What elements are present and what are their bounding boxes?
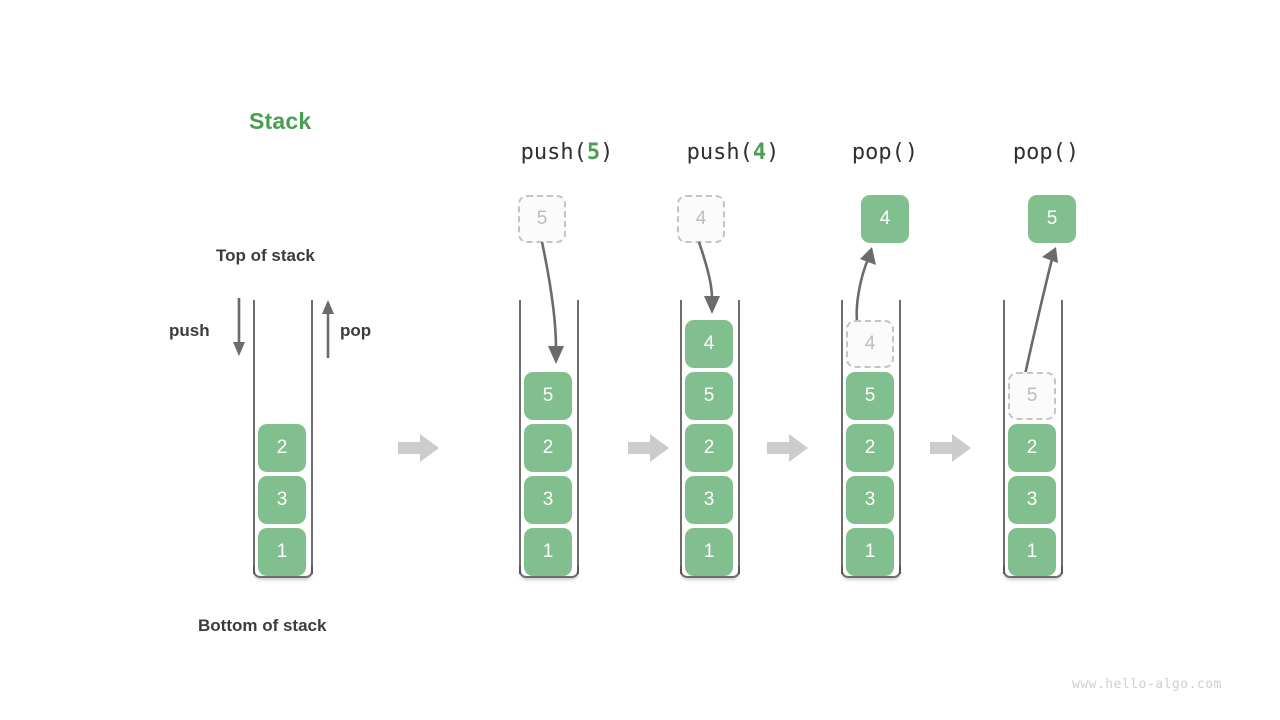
step-arrow-icon (398, 432, 440, 464)
stack-floor (519, 566, 579, 578)
stack-node-ghost: 4 (846, 320, 894, 368)
stack-wall-right (1061, 300, 1063, 574)
op-prefix: push( (520, 140, 587, 165)
stack-node: 5 (685, 372, 733, 420)
op-argument: 4 (752, 140, 767, 165)
op-suffix: ) (766, 140, 780, 165)
stack-wall-right (899, 300, 901, 574)
stack-node: 2 (846, 424, 894, 472)
stack-node-ghost: 5 (1008, 372, 1056, 420)
stack-node: 3 (846, 476, 894, 524)
stack-wall-left (680, 300, 682, 574)
stack-node: 2 (685, 424, 733, 472)
operation-label-pop-1: pop() (805, 140, 965, 165)
floating-node: 5 (1028, 195, 1076, 243)
op-prefix: pop( (1012, 140, 1066, 165)
stack-node: 1 (846, 528, 894, 576)
stack-wall-right (738, 300, 740, 574)
stack-wall-left (253, 300, 255, 574)
push-motion-arrow (540, 240, 580, 372)
top-of-stack-label: Top of stack (216, 246, 315, 265)
stack-floor (841, 566, 901, 578)
stack-node: 1 (524, 528, 572, 576)
pop-motion-arrow (1012, 247, 1062, 381)
stack-wall-left (519, 300, 521, 574)
stack-node: 4 (685, 320, 733, 368)
op-suffix: ) (600, 140, 614, 165)
stack-wall-left (841, 300, 843, 574)
stack-floor (680, 566, 740, 578)
stack-node: 2 (1008, 424, 1056, 472)
operation-label-push-5: push(5) (487, 140, 647, 165)
push-direction-arrow (228, 296, 250, 360)
op-prefix: pop( (851, 140, 905, 165)
stack-node: 5 (524, 372, 572, 420)
stack-floor (1003, 566, 1063, 578)
step-arrow-icon (930, 432, 972, 464)
stack-node: 3 (258, 476, 306, 524)
op-prefix: push( (686, 140, 753, 165)
push-label: push (169, 321, 210, 340)
page-title: Stack (249, 108, 312, 134)
stack-node: 3 (524, 476, 572, 524)
stack-floor (253, 566, 313, 578)
stack-wall-left (1003, 300, 1005, 574)
step-arrow-icon (767, 432, 809, 464)
op-suffix: ) (904, 140, 919, 165)
floating-node: 5 (518, 195, 566, 243)
pop-label: pop (340, 321, 372, 340)
operation-label-push-4: push(4) (653, 140, 813, 165)
step-arrow-icon (628, 432, 670, 464)
op-suffix: ) (1065, 140, 1080, 165)
bottom-of-stack-label: Bottom of stack (198, 616, 327, 635)
pop-motion-arrow (848, 247, 888, 329)
stack-node: 2 (524, 424, 572, 472)
op-argument: 5 (586, 140, 601, 165)
watermark: www.hello-algo.com (1072, 677, 1222, 692)
push-motion-arrow (697, 240, 737, 322)
pop-direction-arrow (317, 296, 339, 360)
stack-node: 2 (258, 424, 306, 472)
stack-wall-right (311, 300, 313, 574)
stack-node: 1 (258, 528, 306, 576)
floating-node: 4 (861, 195, 909, 243)
stack-node: 1 (685, 528, 733, 576)
stack-wall-right (577, 300, 579, 574)
stack-node: 3 (685, 476, 733, 524)
stack-node: 1 (1008, 528, 1056, 576)
stack-node: 3 (1008, 476, 1056, 524)
stack-node: 5 (846, 372, 894, 420)
operation-label-pop-2: pop() (966, 140, 1126, 165)
floating-node: 4 (677, 195, 725, 243)
